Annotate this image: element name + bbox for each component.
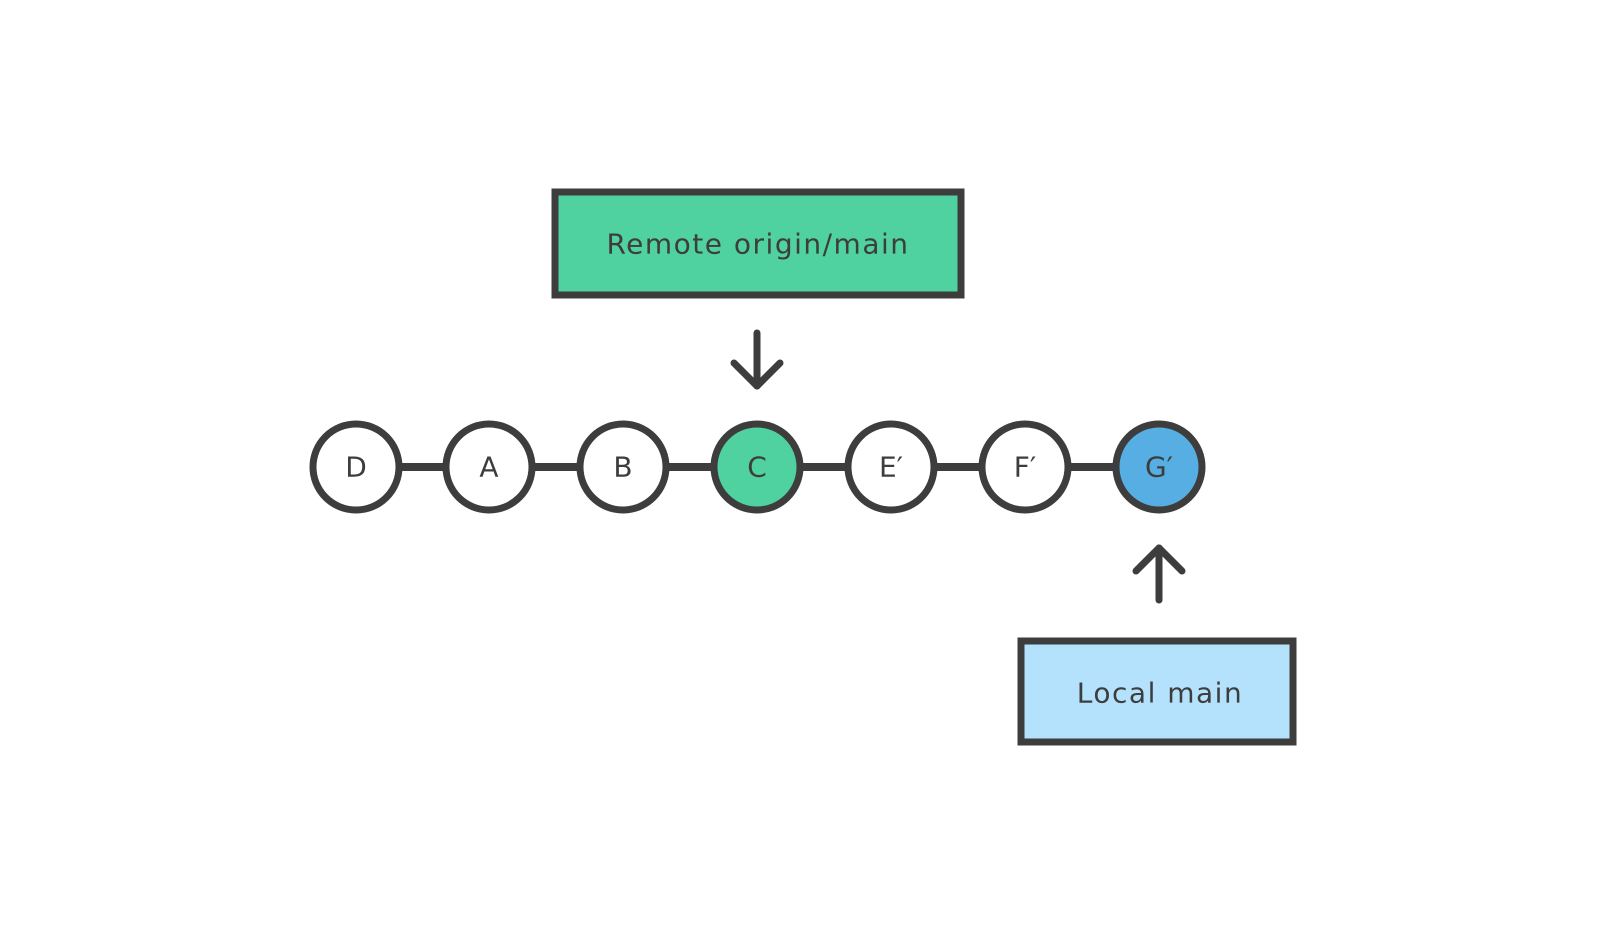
commit-node [844, 420, 938, 514]
commit-node-local [1112, 420, 1206, 514]
remote-ref-box [551, 188, 965, 299]
local-ref-label: Local main [1077, 677, 1243, 710]
local-ref-box [1017, 637, 1297, 746]
commit-label: F′ [1014, 451, 1036, 484]
commit-a: A [442, 420, 536, 514]
commit-e-prime: E′ [844, 420, 938, 514]
remote-ref: Remote origin/main [551, 188, 965, 299]
commit-node-remote [710, 420, 804, 514]
commit-node [309, 420, 403, 514]
commit-label: E′ [879, 451, 903, 484]
commit-g-prime: G′ [1112, 420, 1206, 514]
commit-label: C [747, 451, 767, 484]
commit-node [576, 420, 670, 514]
commit-node [978, 420, 1072, 514]
commit-d: D [309, 420, 403, 514]
commit-b: B [576, 420, 670, 514]
local-ref: Local main [1017, 637, 1297, 746]
commit-label: G′ [1145, 451, 1173, 484]
commit-label: D [345, 451, 367, 484]
local-ref-arrow-up-icon [1132, 544, 1186, 604]
commit-f-prime: F′ [978, 420, 1072, 514]
commit-c: C [710, 420, 804, 514]
commit-label: A [479, 451, 498, 484]
remote-ref-label: Remote origin/main [606, 228, 909, 261]
commit-node [442, 420, 536, 514]
commit-label: B [613, 451, 632, 484]
remote-ref-arrow-down-icon [730, 329, 784, 390]
